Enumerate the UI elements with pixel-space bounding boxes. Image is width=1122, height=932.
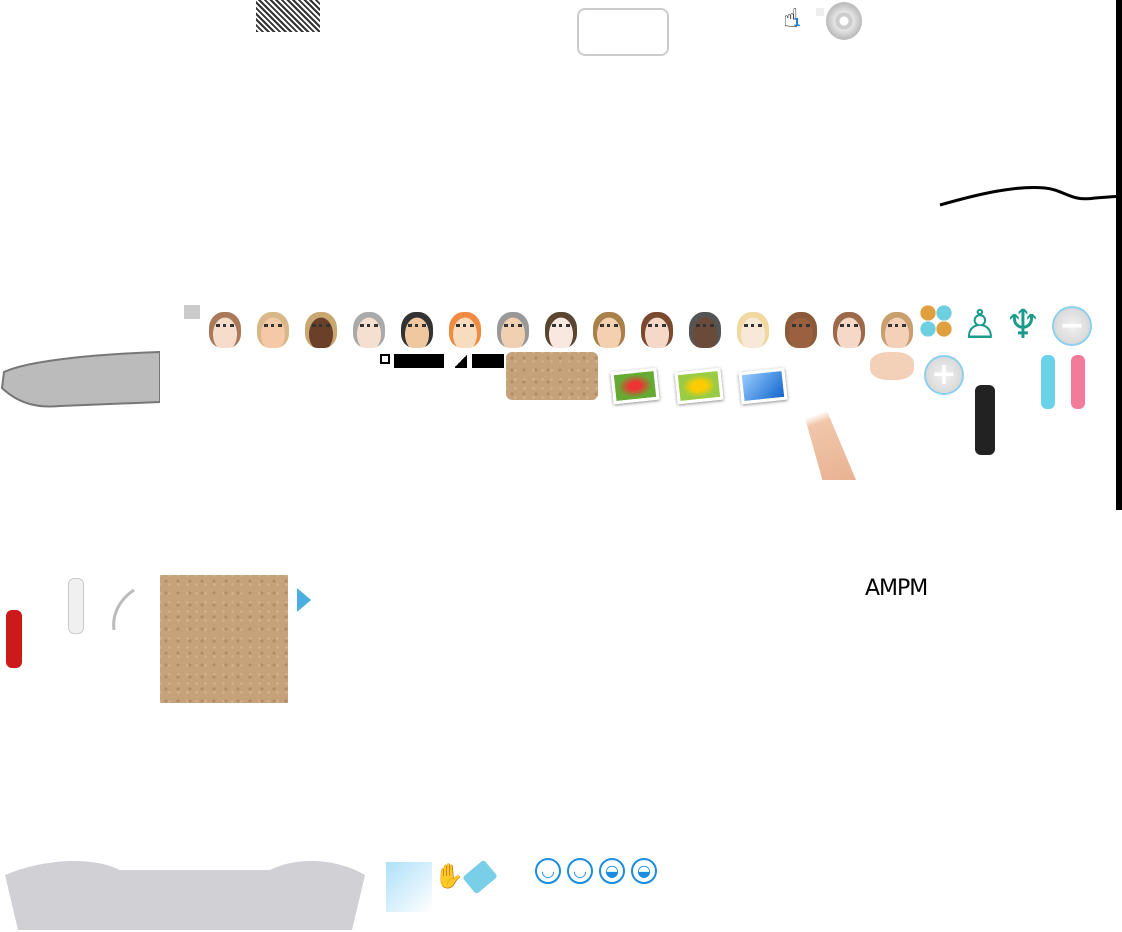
wii-remote-pink [1071, 355, 1085, 409]
black-pattern [380, 354, 504, 368]
smiley-icon: ◡ [535, 858, 561, 884]
pointer-hand-icon: ☝1 [783, 4, 801, 34]
smiley-icon: ◒ [631, 858, 657, 884]
noise-texture [256, 0, 320, 32]
mii-face-icon [401, 312, 433, 348]
mii-face-icon [881, 312, 913, 348]
blue-tag-icon [462, 859, 498, 895]
plus-button[interactable]: + [924, 355, 964, 395]
empty-frame [577, 8, 669, 56]
mii-face-icon [785, 312, 817, 348]
photo-icon [610, 367, 660, 405]
mii-figure-icon: ♙ [962, 302, 998, 348]
photo-icon [738, 367, 788, 405]
mii-face-icon [737, 312, 769, 348]
disc-icon [826, 2, 862, 40]
black-bar [1116, 0, 1122, 510]
mii-face-icon [449, 312, 481, 348]
smiley-icon: ◡ [567, 858, 593, 884]
smiley-icon: ◒ [599, 858, 625, 884]
mii-face-icon [353, 312, 385, 348]
mii-face-icon [497, 312, 529, 348]
small-square [816, 8, 824, 16]
gray-tab-shape [0, 350, 160, 408]
small-square [184, 305, 200, 319]
strap-icon [112, 588, 135, 631]
open-hand-icon: ✋ [434, 862, 464, 890]
hand-holding-remote [800, 400, 856, 480]
curve-line [939, 185, 1122, 207]
wii-remote-red [6, 610, 22, 668]
wii-remote-white [68, 578, 84, 634]
mii-face-icon [593, 312, 625, 348]
mii-face-icon [833, 312, 865, 348]
cork-texture [160, 575, 288, 703]
mii-face-icon [641, 312, 673, 348]
mii-face-icon [305, 312, 337, 348]
mii-figure-cheer-icon: ♆ [1005, 302, 1041, 348]
hands-icon [870, 352, 914, 380]
player-number: 1 [793, 16, 801, 29]
wii-remote-blue [1041, 355, 1055, 409]
mii-face-icon [689, 312, 721, 348]
mii-face-icon [545, 312, 577, 348]
diamond-pattern-icon [920, 305, 952, 337]
blue-gradient-panel [386, 862, 432, 912]
wii-remote-black [975, 385, 995, 455]
photo-icon [674, 367, 724, 405]
mii-face-icon [209, 312, 241, 348]
gray-banner-shape [5, 860, 365, 930]
arrow-right-icon[interactable] [297, 588, 311, 612]
am-pm-label: AMPM [865, 576, 928, 601]
mii-face-icon [257, 312, 289, 348]
minus-button[interactable]: − [1052, 306, 1092, 346]
cork-tile [506, 352, 598, 400]
